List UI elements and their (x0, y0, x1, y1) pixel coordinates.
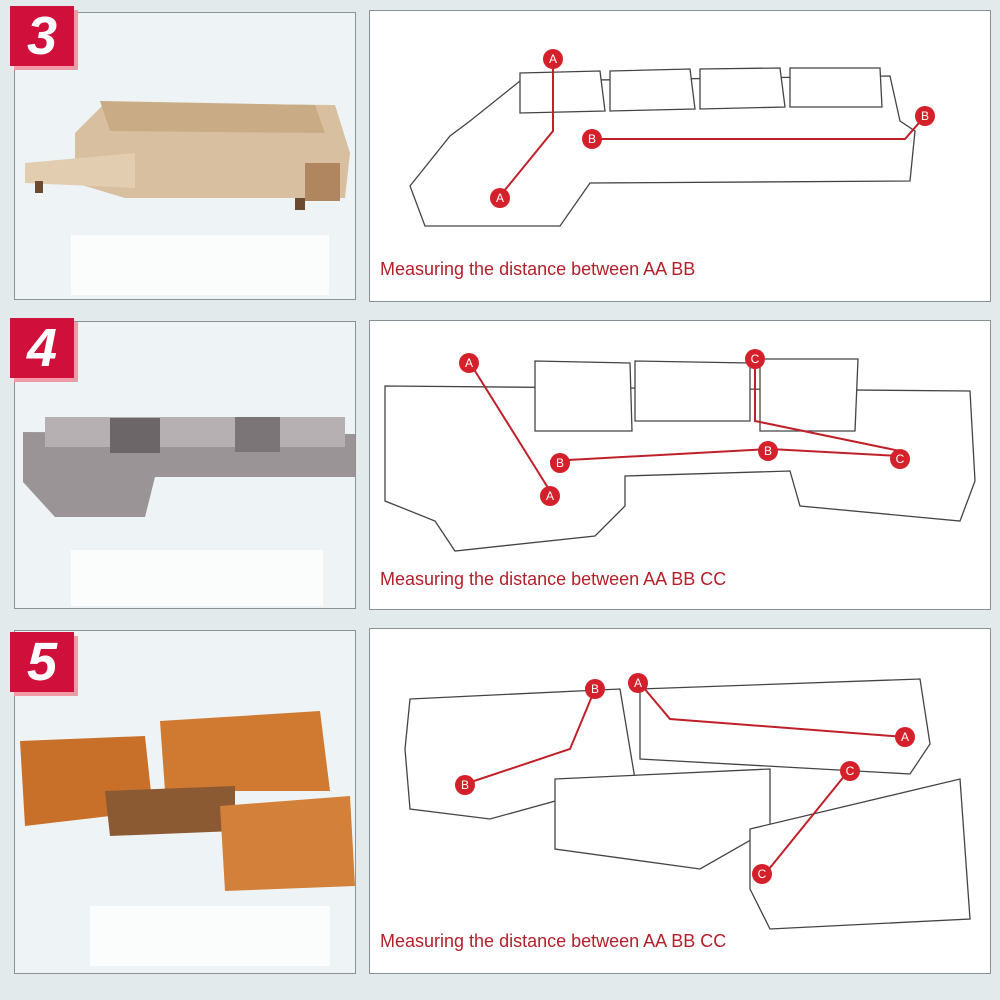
svg-text:B: B (461, 778, 469, 792)
svg-text:C: C (846, 764, 855, 778)
l-shape-sofa-image (25, 101, 350, 210)
svg-text:B: B (921, 109, 929, 123)
blank-area (71, 550, 323, 606)
measure-caption-4: Measuring the distance between AA BB CC (380, 569, 727, 589)
svg-text:C: C (751, 352, 760, 366)
blank-area (71, 235, 329, 295)
svg-text:A: A (496, 191, 504, 205)
measure-diagram-5: B B A A C C Measuring the distance betwe… (369, 628, 991, 974)
svg-text:B: B (588, 132, 596, 146)
svg-text:B: B (556, 456, 564, 470)
svg-text:A: A (465, 356, 473, 370)
blank-area (90, 906, 330, 966)
svg-text:C: C (896, 452, 905, 466)
svg-text:A: A (546, 489, 554, 503)
measure-diagram-3: A A B B Measuring the distance between A… (369, 10, 991, 302)
svg-text:A: A (549, 52, 557, 66)
sofa-photo-l-shape (14, 12, 356, 300)
l-shape-sofa-diagram: A A B B (409, 49, 935, 227)
leather-sofa-set-image (20, 711, 355, 891)
svg-text:A: A (901, 730, 909, 744)
measure-diagram-4: A A B B C C Measuring the distance betwe… (369, 320, 991, 610)
svg-text:C: C (758, 867, 767, 881)
step-badge-5: 5 (10, 632, 74, 692)
step-badge-3: 3 (10, 6, 74, 66)
u-shape-sofa-image (23, 417, 355, 517)
sofa-set-diagram: B B A A C C (404, 673, 971, 930)
measure-caption-3: Measuring the distance between AA BB (380, 259, 696, 279)
u-shape-sofa-diagram: A A B B C C (384, 349, 976, 552)
svg-text:A: A (634, 676, 642, 690)
measure-caption-5: Measuring the distance between AA BB CC (380, 931, 727, 951)
svg-text:B: B (591, 682, 599, 696)
step-badge-4: 4 (10, 318, 74, 378)
svg-text:B: B (764, 444, 772, 458)
